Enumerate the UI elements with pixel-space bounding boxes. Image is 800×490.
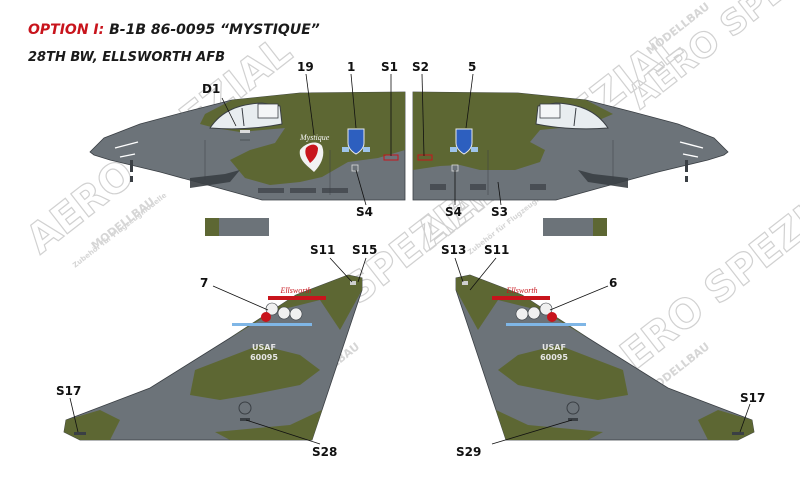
callout-s3: S3 [491, 205, 508, 219]
callout-s15: S15 [352, 243, 377, 257]
unit-subtitle: 28TH BW, ELLSWORTH AFB [28, 50, 225, 65]
callout-19: 19 [297, 60, 314, 74]
leader-lines [69, 73, 751, 445]
tail-code-left: USAF [252, 343, 276, 352]
callout-d1: D1 [202, 82, 220, 96]
tail-serial-right: 60095 [540, 353, 568, 362]
aircraft-designation: B-1B 86-0095 “MYSTIQUE” [109, 22, 320, 38]
tail-left-view: Ellsworth USAF 60095 [63, 274, 363, 441]
callout-1: 1 [347, 60, 355, 74]
crew-figures-left [261, 302, 303, 322]
callout-s28: S28 [312, 445, 337, 459]
nose-right-view [412, 91, 729, 201]
tail-code-right: USAF [542, 343, 566, 352]
panel-strip-green-right [593, 218, 607, 236]
callout-7: 7 [200, 276, 208, 290]
callout-s1: S1 [381, 60, 398, 74]
callout-s11-right: S11 [484, 243, 509, 257]
callout-6: 6 [609, 276, 617, 290]
watermark-group: AERO SPEZIAL MODELLBAU Zubehör für Flugz… [17, 0, 800, 398]
panel-strip-green-left [205, 218, 219, 236]
tail-serial-left: 60095 [250, 353, 278, 362]
tail-band-text-left: Ellsworth [279, 286, 311, 295]
nose-left-view: Mystique [89, 91, 406, 201]
callout-s17-left: S17 [56, 384, 81, 398]
callout-s13: S13 [441, 243, 466, 257]
callout-s4-left: S4 [356, 205, 373, 219]
panel-strip-gray-right [543, 218, 607, 236]
nose-art-text: Mystique [299, 133, 330, 142]
option-title: OPTION I: B-1B 86-0095 “MYSTIQUE” [28, 22, 320, 38]
panel-strip-gray-left [205, 218, 269, 236]
tail-right-view: Ellsworth USAF 60095 [455, 274, 755, 441]
callout-s4-right: S4 [445, 205, 462, 219]
callout-s17-right: S17 [740, 391, 765, 405]
callout-s2: S2 [412, 60, 429, 74]
callout-s29: S29 [456, 445, 481, 459]
crew-figures-right [515, 302, 557, 322]
callout-5: 5 [468, 60, 476, 74]
option-number: OPTION I: [28, 22, 105, 38]
tail-band-text-right: Ellsworth [505, 286, 537, 295]
callout-s11-left: S11 [310, 243, 335, 257]
